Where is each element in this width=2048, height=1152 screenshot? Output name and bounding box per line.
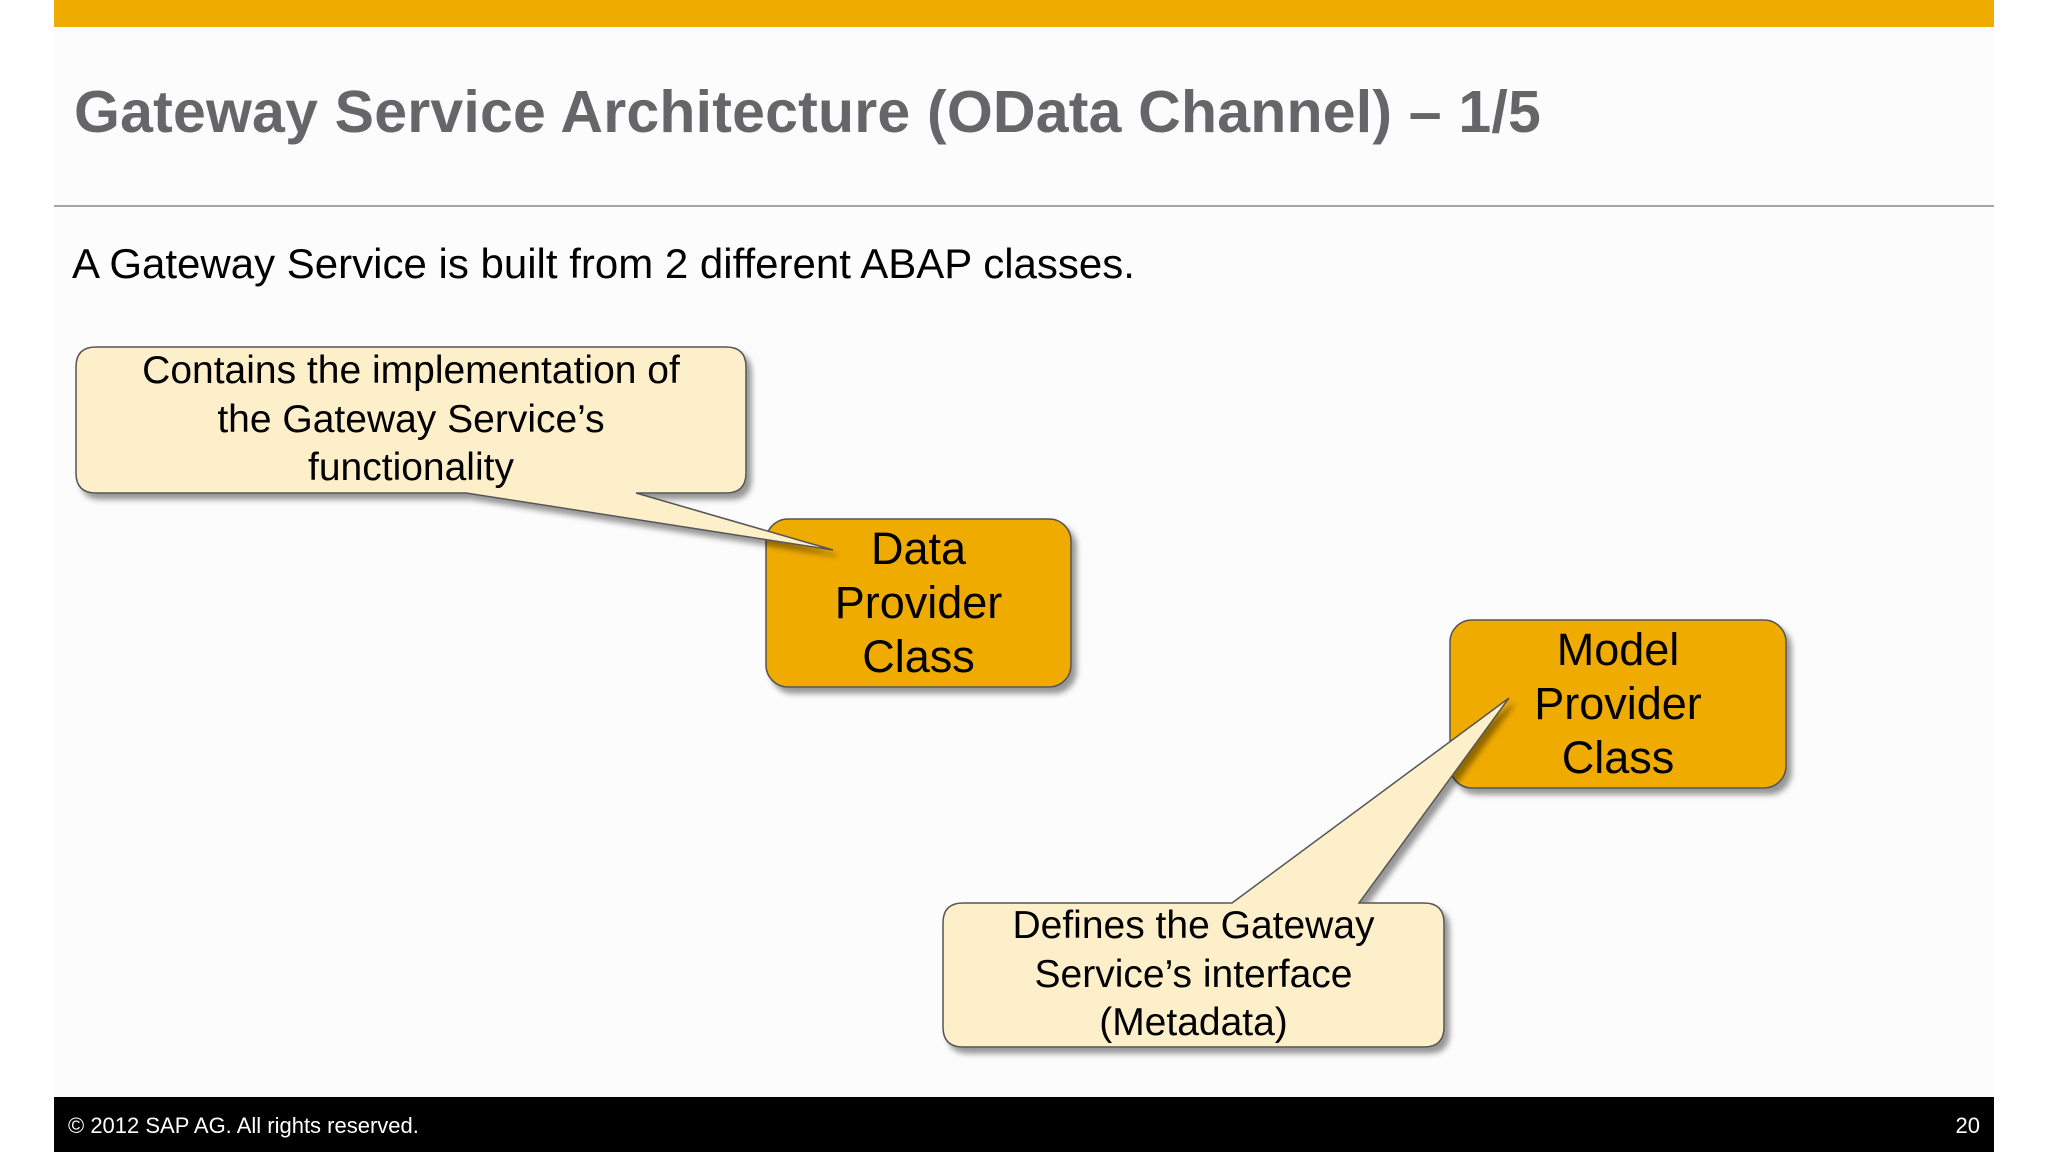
data-provider-class-box [765,518,1072,688]
intro-text: A Gateway Service is built from 2 differ… [72,240,1135,287]
slide-title: Gateway Service Architecture (OData Chan… [74,79,1541,145]
slide: Gateway Service Architecture (OData Chan… [54,0,1994,1152]
top-accent-bar [54,0,1994,27]
model-provider-class-box [1449,619,1787,789]
data-provider-class-line-1: Data [870,523,967,574]
interface-callout-line-3: (Metadata) [1099,1001,1288,1045]
page-number: 20 [1955,1113,1980,1138]
copyright-notice: © 2012 SAP AG. All rights reserved. [68,1113,419,1138]
implementation-callout-line-2: the Gateway Service’s [217,397,605,441]
title-divider [54,205,1994,207]
implementation-callout-shape [75,346,834,551]
model-provider-class-line-2: Provider [1534,678,1702,729]
model-provider-class-label: Model Provider Class [1450,620,1786,788]
footer-bar: © 2012 SAP AG. All rights reserved. 20 [54,1097,1994,1152]
data-provider-class-line-2: Provider [834,577,1003,628]
implementation-callout-line-3: functionality [308,446,514,490]
model-provider-class-line-3: Class [1561,732,1675,783]
data-provider-class-line-3: Class [862,631,975,682]
interface-callout-line-1: Defines the Gateway [1012,903,1375,947]
data-provider-class-label: Data Provider Class [766,519,1071,687]
interface-callout-line-2: Service’s interface [1034,952,1353,996]
interface-callout-shape [942,697,1510,1048]
implementation-callout-line-1: Contains the implementation of [142,348,680,392]
interface-callout-text: Defines the Gateway Service’s interface … [943,903,1444,1047]
architecture-diagram [75,346,1787,1048]
model-provider-class-line-1: Model [1556,624,1680,675]
implementation-callout-text: Contains the implementation of the Gatew… [76,347,746,493]
